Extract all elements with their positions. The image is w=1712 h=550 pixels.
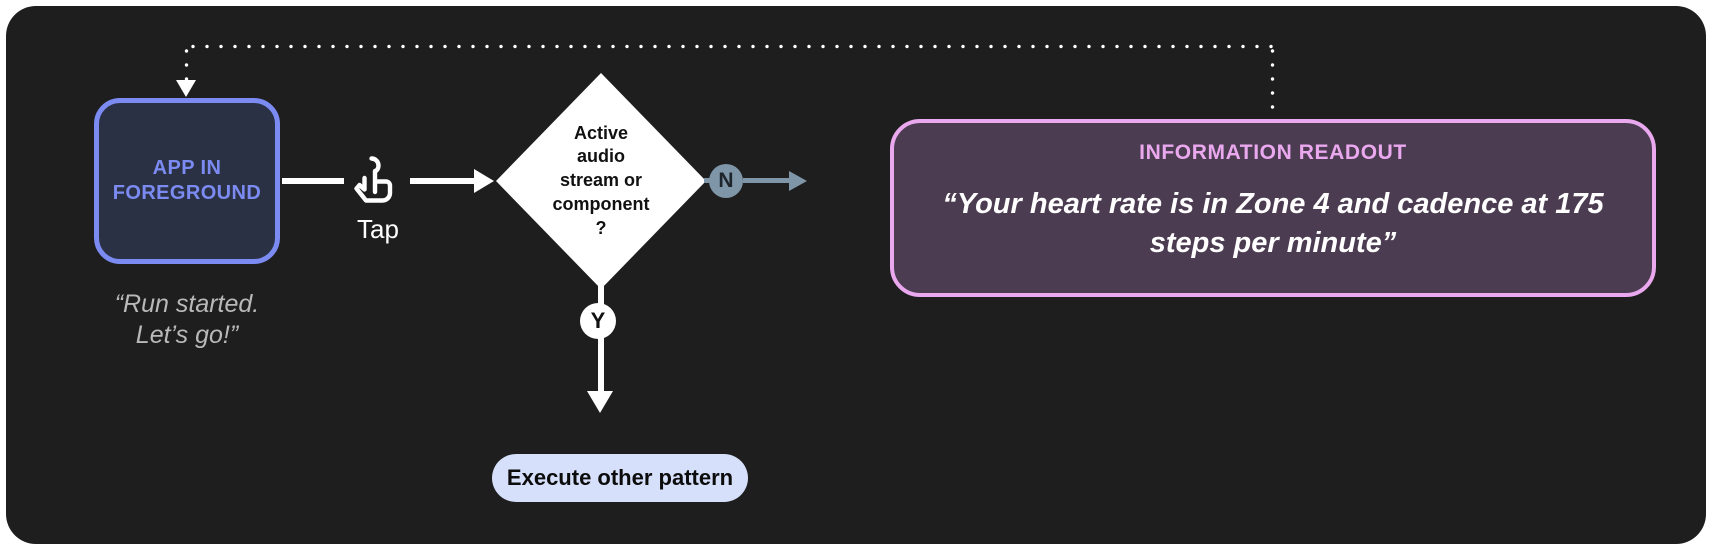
tap-gesture-icon [351, 152, 405, 210]
edge-tap-to-decision [410, 178, 476, 184]
edge-no-to-readout-arrowhead-icon [789, 171, 807, 191]
edge-no-to-readout [743, 178, 791, 183]
branch-badge-yes: Y [580, 303, 616, 339]
node-execute-other-pattern[interactable]: Execute other pattern [492, 454, 748, 502]
app-in-foreground-label: APP IN FOREGROUND [112, 157, 262, 204]
diagram-board: APP IN FOREGROUND “Run started.Let’s go!… [6, 6, 1706, 544]
node-information-readout[interactable]: INFORMATION READOUT “Your heart rate is … [890, 119, 1656, 297]
node-app-in-foreground[interactable]: APP IN FOREGROUND [94, 98, 280, 264]
edge-app-to-tap [282, 178, 344, 184]
information-readout-body: “Your heart rate is in Zone 4 and cadenc… [942, 188, 1604, 259]
edge-tap-to-decision-arrowhead-icon [474, 169, 494, 193]
feedback-loop-horizontal-line [186, 44, 1274, 49]
information-readout-title: INFORMATION READOUT [1139, 141, 1407, 164]
app-in-foreground-caption: “Run started.Let’s go!” [114, 290, 260, 350]
tap-label: Tap [357, 214, 399, 244]
branch-badge-no: N [709, 164, 743, 198]
edge-yes-to-execute-arrowhead-icon [587, 391, 613, 413]
feedback-loop-right-segment [1270, 44, 1275, 114]
edge-yes-to-execute [598, 337, 604, 395]
feedback-loop-left-segment [184, 44, 189, 84]
edge-decision-to-yes [598, 286, 604, 305]
feedback-loop-arrowhead-icon [176, 80, 196, 97]
